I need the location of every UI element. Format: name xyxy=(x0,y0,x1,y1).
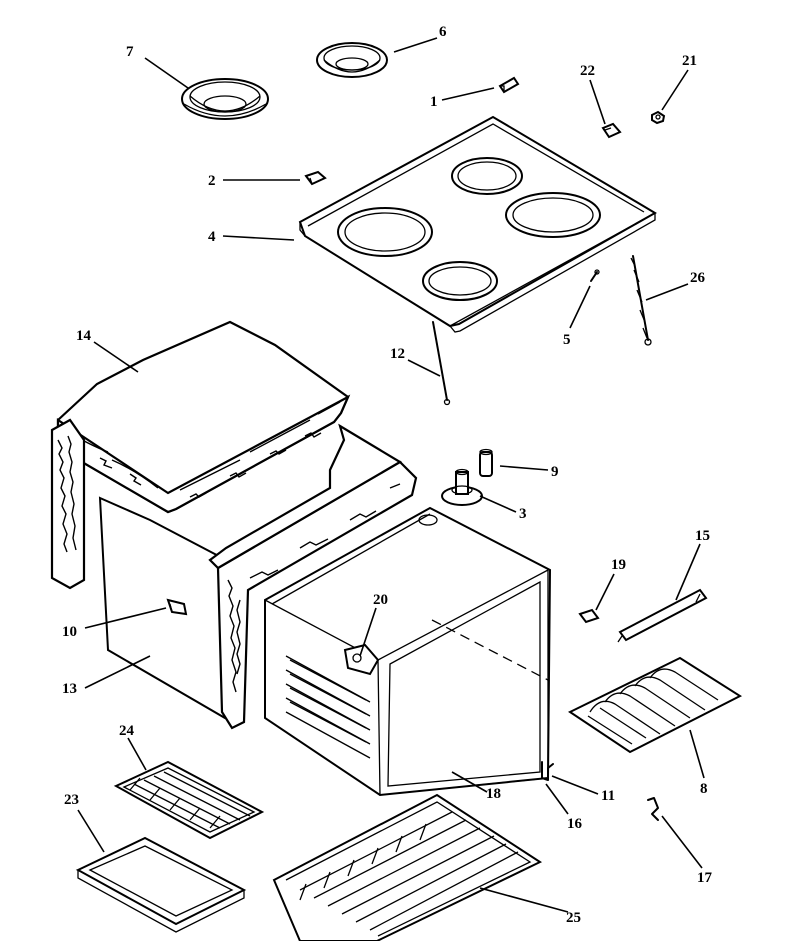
cooktop-main-top[interactable] xyxy=(298,115,657,333)
callout-17: 17 xyxy=(697,870,713,886)
callout-1: 1 xyxy=(430,94,438,110)
broiler-pan-23[interactable] xyxy=(75,836,247,933)
clip-10[interactable] xyxy=(166,598,188,616)
callout-10: 10 xyxy=(62,624,77,640)
callout-7: 7 xyxy=(126,44,134,60)
drip-bowl-large[interactable] xyxy=(181,78,269,120)
callout-2: 2 xyxy=(208,173,216,189)
callout-16: 16 xyxy=(567,816,583,832)
bushing-9[interactable] xyxy=(479,448,493,477)
callout-8: 8 xyxy=(700,781,708,797)
callout-19: 19 xyxy=(611,557,626,573)
screw-5[interactable] xyxy=(590,269,600,282)
leader-lines xyxy=(77,37,705,913)
drip-bowl-small[interactable] xyxy=(316,42,388,78)
support-rod-12[interactable] xyxy=(432,321,451,406)
callout-6: 6 xyxy=(439,24,447,40)
callout-13: 13 xyxy=(62,681,77,697)
cooktop-clip-upper[interactable] xyxy=(498,76,520,94)
callout-11: 11 xyxy=(601,788,615,804)
callout-21: 21 xyxy=(682,53,697,69)
support-rod-26[interactable] xyxy=(630,255,652,346)
callout-15: 15 xyxy=(695,528,710,544)
oven-rack-25[interactable] xyxy=(272,793,543,941)
bake-element-8[interactable] xyxy=(567,656,743,754)
callout-18: 18 xyxy=(486,786,501,802)
insulation-top[interactable] xyxy=(56,320,351,514)
callout-3: 3 xyxy=(519,506,527,522)
callout-20: 20 xyxy=(373,592,388,608)
callout-26: 26 xyxy=(690,270,706,286)
cooktop-clip-lower[interactable] xyxy=(304,170,327,186)
bracket-16[interactable] xyxy=(541,761,554,781)
callout-24: 24 xyxy=(119,723,135,739)
rail-15[interactable] xyxy=(617,588,708,643)
callout-14: 14 xyxy=(76,328,92,344)
nut-21[interactable] xyxy=(651,110,666,125)
callout-22: 22 xyxy=(580,63,595,79)
broiler-grid-24[interactable] xyxy=(113,760,265,840)
callout-9: 9 xyxy=(551,464,559,480)
callout-12: 12 xyxy=(390,346,405,362)
callout-25: 25 xyxy=(566,910,581,926)
bracket-19[interactable] xyxy=(578,608,600,624)
callout-5: 5 xyxy=(563,332,571,348)
callout-23: 23 xyxy=(64,792,79,808)
callout-labels: 1 2 3 4 5 6 7 8 9 10 11 12 13 14 15 16 1… xyxy=(62,24,713,926)
hinge-bracket-22[interactable] xyxy=(601,122,622,139)
callout-4: 4 xyxy=(208,229,216,245)
foot-3[interactable] xyxy=(441,468,483,506)
bracket-17[interactable] xyxy=(647,797,659,821)
